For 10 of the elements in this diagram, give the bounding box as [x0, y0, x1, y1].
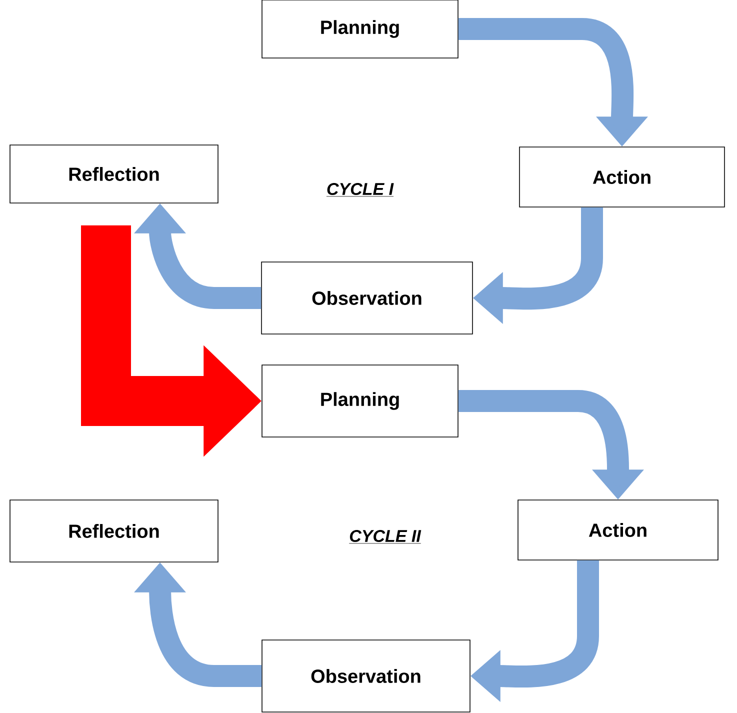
cycle-label: CYCLE I — [326, 182, 394, 197]
stage-box: Action — [518, 500, 718, 560]
stage-box: Observation — [262, 640, 470, 712]
cycle-label: CYCLE II — [348, 530, 422, 544]
stage-box: Reflection — [10, 500, 218, 562]
stage-box: Planning — [262, 364, 458, 438]
stage-box: Action — [519, 146, 725, 208]
stage-box: Reflection — [10, 144, 218, 204]
stage-box: Observation — [261, 262, 473, 334]
stage-box: Planning — [262, 0, 458, 58]
